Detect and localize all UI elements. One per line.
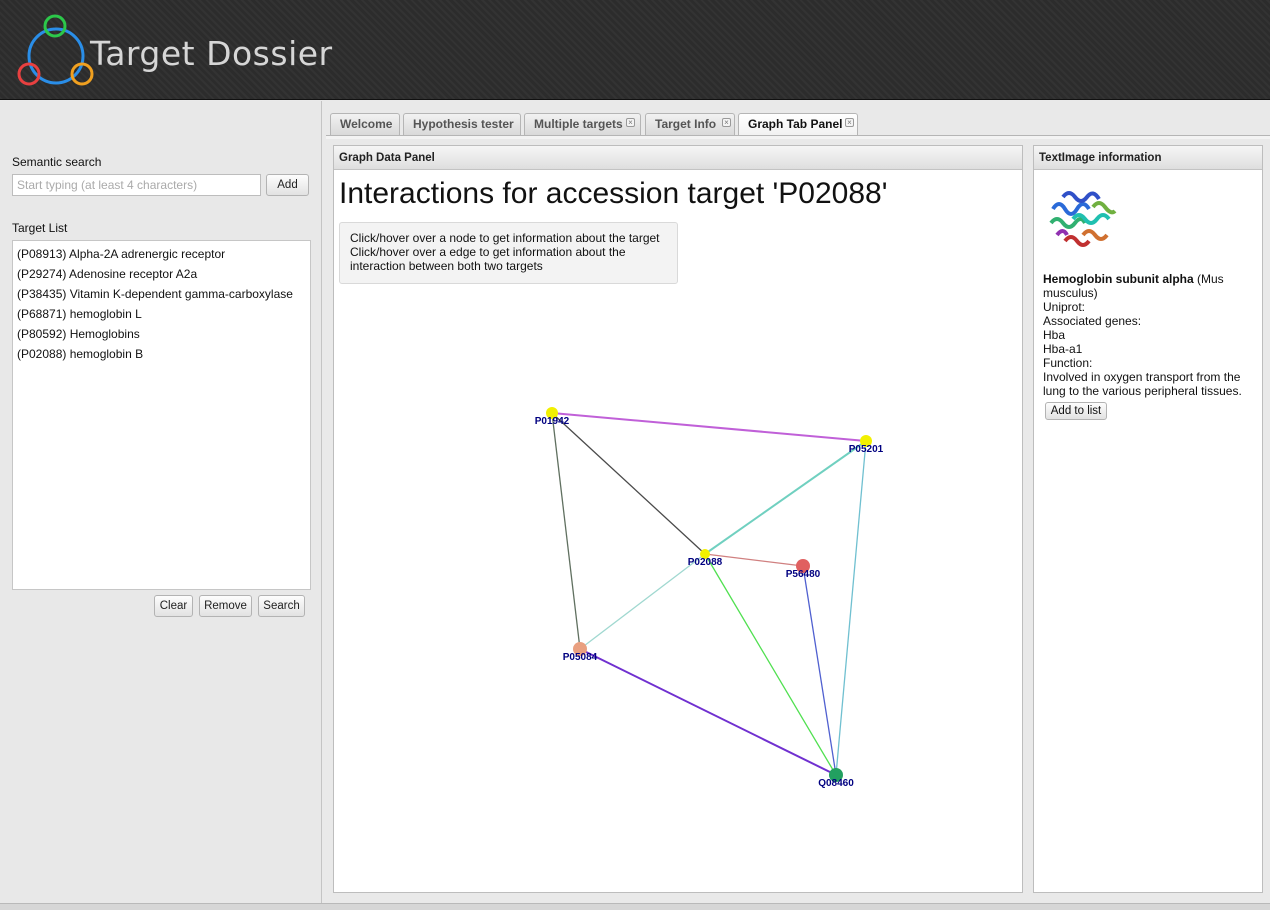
graph-edge-p05084-q08460[interactable] <box>579 648 837 776</box>
graph-edge-p02088-p56480[interactable] <box>704 553 804 567</box>
tab-strip <box>326 135 1270 139</box>
list-item[interactable]: (P08913) Alpha-2A adrenergic receptor <box>17 247 226 261</box>
semantic-search-input[interactable] <box>12 174 261 196</box>
graph-edge-p05201-p02088[interactable] <box>704 440 867 555</box>
graph-node-p05084[interactable] <box>573 642 587 656</box>
tab-label: Target Info <box>655 117 717 131</box>
tab-label: Welcome <box>340 117 393 131</box>
protein-name: Hemoglobin subunit alpha <box>1043 272 1194 286</box>
text-image-info-panel: TextImage information Hemoglobin subunit… <box>1033 145 1263 893</box>
brand-title: Target Dossier <box>90 34 333 73</box>
graph-node-label: P56480 <box>786 569 821 580</box>
semantic-search-label: Semantic search <box>12 155 102 169</box>
graph-edge-p02088-q08460[interactable] <box>704 553 837 776</box>
graph-edge-p02088-p05084[interactable] <box>579 553 706 650</box>
graph-heading: Interactions for accession target 'P0208… <box>339 177 888 210</box>
remove-button[interactable]: Remove <box>199 595 252 617</box>
protein-structure-image <box>1043 179 1123 259</box>
target-list-label: Target List <box>12 221 68 235</box>
graph-edge-p05201-q08460[interactable] <box>835 440 867 776</box>
list-item[interactable]: (P68871) hemoglobin L <box>17 307 142 321</box>
tab-graph-tab-panel[interactable]: Graph Tab Panel × <box>738 113 858 136</box>
add-to-list-button[interactable]: Add to list <box>1045 402 1107 420</box>
graph-panel-title: Graph Data Panel <box>334 146 1022 170</box>
target-list[interactable]: (P08913) Alpha-2A adrenergic receptor (P… <box>12 240 311 590</box>
tab-label: Multiple targets <box>534 117 623 131</box>
graph-edge-p56480-q08460[interactable] <box>802 565 837 776</box>
graph-node-p56480[interactable] <box>796 559 810 573</box>
graph-node-q08460[interactable] <box>829 768 843 782</box>
list-item[interactable]: (P29274) Adenosine receptor A2a <box>17 267 198 281</box>
gene-item: Hba-a1 <box>1043 342 1083 356</box>
graph-edge-p01942-p05084[interactable] <box>551 412 581 650</box>
list-item[interactable]: (P38435) Vitamin K-dependent gamma-carbo… <box>17 287 293 301</box>
hint-node-text: Click/hover over a node to get informati… <box>350 231 660 245</box>
protein-info-text: Hemoglobin subunit alpha (Mus musculus) … <box>1043 272 1258 398</box>
tab-target-info[interactable]: Target Info × <box>645 113 735 135</box>
graph-node-p05201[interactable] <box>860 435 872 447</box>
list-item[interactable]: (P80592) Hemoglobins <box>17 327 140 341</box>
hint-edge-text: Click/hover over a edge to get informati… <box>350 245 626 273</box>
info-panel-title: TextImage information <box>1034 146 1262 170</box>
graph-node-label: P02088 <box>688 557 723 568</box>
graph-node-label: P01942 <box>535 416 570 427</box>
graph-edge-p01942-p02088[interactable] <box>551 412 706 555</box>
graph-node-label: Q08460 <box>818 778 854 789</box>
graph-node-p02088[interactable] <box>700 549 710 559</box>
clear-button[interactable]: Clear <box>154 595 193 617</box>
graph-node-p01942[interactable] <box>546 407 558 419</box>
graph-edge-p01942-p05201[interactable] <box>551 412 867 442</box>
target-dossier-logo-icon <box>17 14 94 86</box>
genes-label: Associated genes: <box>1043 314 1142 328</box>
tab-label: Graph Tab Panel <box>748 117 843 131</box>
tab-multiple-targets[interactable]: Multiple targets × <box>524 113 641 135</box>
uniprot-label: Uniprot: <box>1043 300 1086 314</box>
function-label: Function: <box>1043 356 1093 370</box>
close-icon[interactable]: × <box>722 118 731 127</box>
graph-node-label: P05084 <box>563 652 598 663</box>
tab-hypothesis-tester[interactable]: Hypothesis tester <box>403 113 521 135</box>
tab-welcome[interactable]: Welcome <box>330 113 400 135</box>
close-icon[interactable]: × <box>845 118 854 127</box>
graph-data-panel: Graph Data Panel Interactions for access… <box>333 145 1023 893</box>
function-text: Involved in oxygen transport from the lu… <box>1043 370 1242 398</box>
tab-label: Hypothesis tester <box>413 117 514 131</box>
gene-item: Hba <box>1043 328 1066 342</box>
protein-organism: (Mus musculus) <box>1043 272 1224 300</box>
add-button[interactable]: Add <box>266 174 309 196</box>
search-button[interactable]: Search <box>258 595 305 617</box>
status-bar <box>0 903 1270 910</box>
close-icon[interactable]: × <box>626 118 635 127</box>
app-header: Target Dossier <box>0 0 1270 100</box>
list-item[interactable]: (P02088) hemoglobin B <box>17 347 144 361</box>
graph-hint-box: Click/hover over a node to get informati… <box>339 222 678 284</box>
graph-node-label: P05201 <box>849 444 884 455</box>
